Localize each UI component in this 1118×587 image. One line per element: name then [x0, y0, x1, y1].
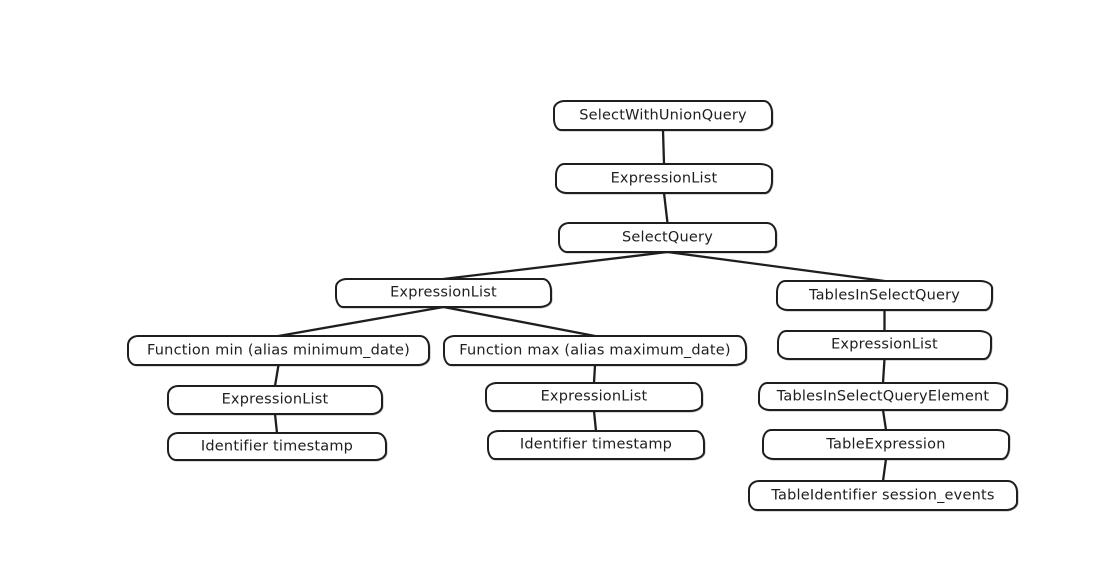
node-function-min: Function min (alias minimum_date) — [127, 335, 430, 366]
node-label: ExpressionList — [221, 391, 329, 408]
node-tables-in-select-query-element: TablesInSelectQueryElement — [758, 382, 1008, 411]
node-label: TableIdentifier session_events — [771, 487, 995, 503]
node-expression-list-left: ExpressionList — [335, 278, 552, 308]
node-label: SelectWithUnionQuery — [579, 107, 747, 123]
node-label: Function max (alias maximum_date) — [459, 342, 731, 358]
node-label: ExpressionList — [390, 284, 497, 301]
node-label: TableExpression — [826, 436, 946, 452]
node-identifier-timestamp-min: Identifier timestamp — [167, 432, 387, 461]
node-label: ExpressionList — [540, 388, 648, 405]
node-label: TablesInSelectQuery — [808, 287, 961, 303]
node-label: ExpressionList — [831, 336, 938, 353]
node-label: SelectQuery — [622, 229, 713, 245]
node-select-with-union-query: SelectWithUnionQuery — [553, 100, 773, 131]
node-label: Identifier timestamp — [200, 438, 354, 454]
node-table-expression: TableExpression — [762, 429, 1010, 460]
node-label: Identifier timestamp — [519, 436, 673, 453]
node-select-query: SelectQuery — [558, 222, 777, 253]
node-table-identifier: TableIdentifier session_events — [748, 480, 1018, 511]
node-identifier-timestamp-max: Identifier timestamp — [487, 430, 705, 460]
node-expression-list-min: ExpressionList — [167, 385, 383, 415]
node-label: Function min (alias minimum_date) — [147, 342, 410, 358]
node-expression-list-right: ExpressionList — [777, 330, 992, 360]
node-function-max: Function max (alias maximum_date) — [443, 335, 747, 366]
node-expression-list-top: ExpressionList — [555, 163, 773, 194]
node-expression-list-max: ExpressionList — [485, 382, 703, 412]
node-label: ExpressionList — [610, 170, 718, 186]
node-tables-in-select-query: TablesInSelectQuery — [776, 280, 993, 311]
node-label: TablesInSelectQueryElement — [776, 388, 990, 404]
